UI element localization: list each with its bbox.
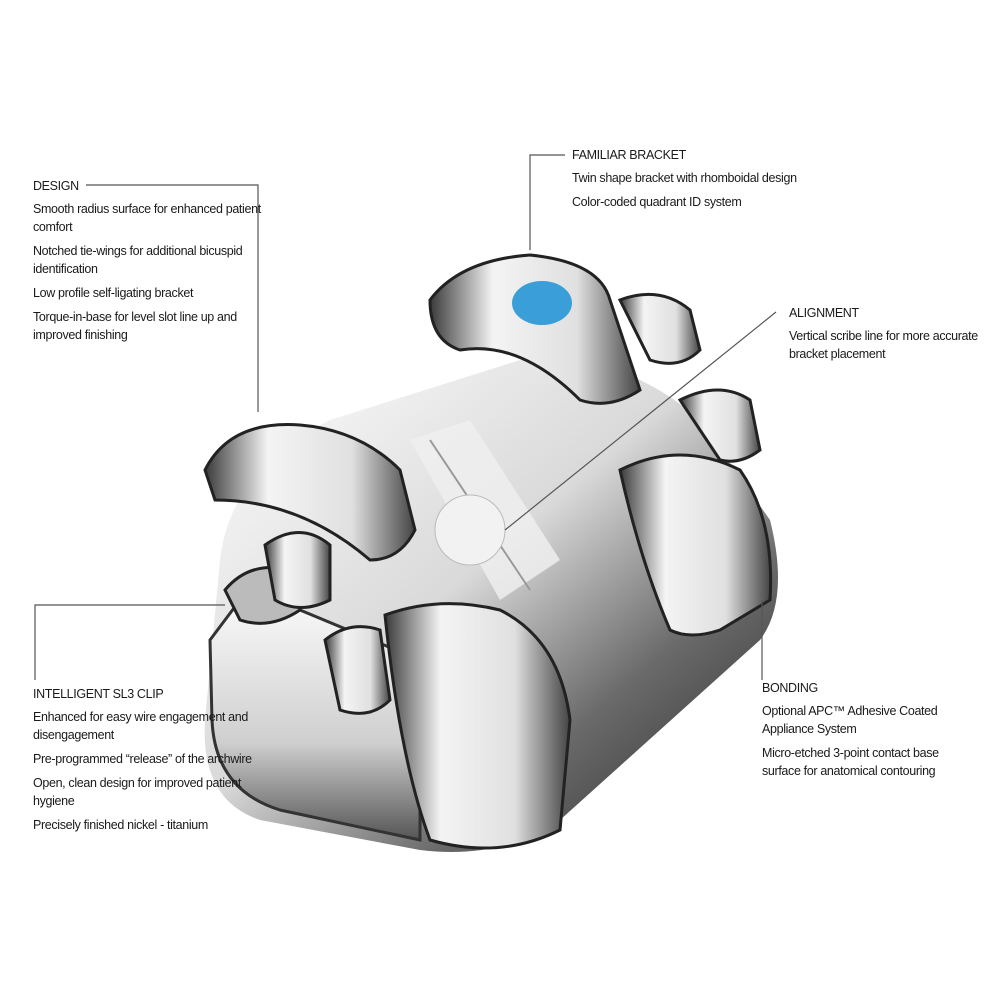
callout-intelligent-clip: INTELLIGENT SL3 CLIP Enhanced for easy w…	[33, 685, 258, 840]
callout-bonding: BONDING Optional APC™ Adhesive Coated Ap…	[762, 679, 977, 786]
callout-item: Color-coded quadrant ID system	[572, 195, 742, 209]
tie-wing-bottom-left	[323, 602, 572, 850]
color-coded-id-dot	[512, 281, 572, 325]
leader-line-alignment	[504, 311, 777, 531]
callout-title: DESIGN	[33, 179, 79, 193]
callout-title: INTELLIGENT SL3 CLIP	[33, 687, 164, 701]
tie-wing-top-right	[428, 253, 702, 405]
tie-wing-bottom-right	[618, 388, 773, 637]
callout-item: Optional APC™ Adhesive Coated Appliance …	[762, 704, 938, 736]
callout-alignment: ALIGNMENT Vertical scribe line for more …	[789, 304, 979, 369]
callout-item: Enhanced for easy wire engagement and di…	[33, 710, 248, 742]
callout-item: Notched tie-wings for additional bicuspi…	[33, 244, 243, 276]
leader-line-intelligent-clip	[34, 604, 225, 680]
callout-item: Twin shape bracket with rhomboidal desig…	[572, 171, 797, 185]
callout-title: FAMILIAR BRACKET	[572, 148, 686, 162]
tie-wing-top-left	[203, 423, 417, 562]
callout-title: BONDING	[762, 681, 818, 695]
sl3-clip	[223, 531, 332, 625]
callout-item: Micro-etched 3-point contact base surfac…	[762, 746, 939, 778]
callout-design: DESIGN Smooth radius surface for enhance…	[33, 177, 263, 350]
leader-line-design	[86, 184, 259, 412]
callout-title: ALIGNMENT	[789, 306, 859, 320]
leader-line-familiar-bracket	[529, 154, 565, 250]
callout-item: Pre-programmed “release” of the archwire	[33, 752, 252, 766]
callout-item: Low profile self-ligating bracket	[33, 286, 194, 300]
callout-item: Vertical scribe line for more accurate b…	[789, 329, 978, 361]
callout-item: Open, clean design for improved patient …	[33, 776, 242, 808]
callout-familiar-bracket: FAMILIAR BRACKET Twin shape bracket with…	[572, 146, 872, 217]
callout-item: Torque-in-base for level slot line up an…	[33, 310, 237, 342]
callout-item: Smooth radius surface for enhanced patie…	[33, 202, 261, 234]
leader-lines	[34, 154, 777, 680]
callout-item: Precisely finished nickel - titanium	[33, 818, 208, 832]
